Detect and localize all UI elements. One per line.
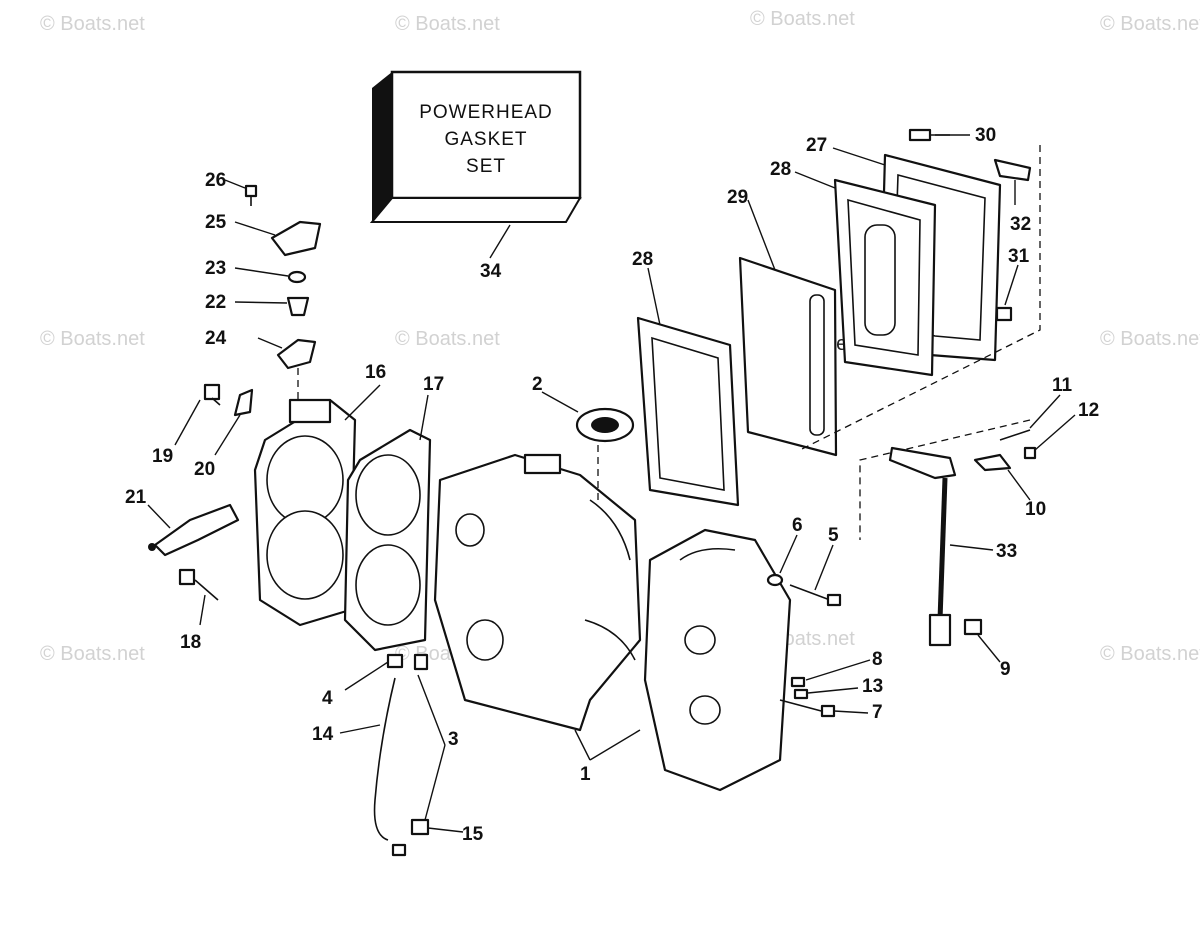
watermarks: © Boats.net © Boats.net © Boats.net © Bo… [40,8,1200,665]
callout-7: 7 [872,702,883,723]
callout-34: 34 [480,261,502,282]
callout-8: 8 [872,649,883,670]
callout-4: 4 [322,688,333,709]
callout-18: 18 [180,632,201,653]
callout-24: 24 [205,328,227,349]
callout-28-lower: 28 [632,249,653,270]
exhaust-plate [738,256,838,457]
clip-32 [993,158,1032,182]
callout-1: 1 [580,764,591,785]
cylinder-block [433,453,642,732]
callout-13: 13 [862,676,883,697]
callout-20: 20 [194,459,215,480]
exhaust-cover-group [636,128,1041,540]
gasket-set-box: POWERHEAD GASKET SET [369,70,582,223]
leader-lines [147,134,1076,833]
callout-9: 9 [1000,659,1011,680]
bolt-18 [178,568,219,601]
callout-16: 16 [365,362,386,383]
callout-17: 17 [423,374,444,395]
callout-31: 31 [1008,246,1030,267]
callout-2: 2 [532,374,543,395]
head-gasket [343,428,432,652]
callout-19: 19 [152,446,173,467]
watermark: © Boats.net [395,328,500,350]
callout-25: 25 [205,212,227,233]
bolt-19 [203,383,221,406]
callout-11: 11 [1052,375,1073,396]
callout-3: 3 [448,729,459,750]
exhaust-gasket-lower [636,316,740,507]
crankcase-half [643,528,792,792]
exhaust-gasket-inner [833,178,937,377]
clip-20 [233,388,254,417]
watermark: © Boats.net [40,643,145,665]
seal-2 [575,407,635,500]
callout-5: 5 [828,525,839,546]
callout-30: 30 [975,125,996,146]
thermostat-stack [244,184,322,400]
callout-27: 27 [806,135,827,156]
callout-33: 33 [996,541,1017,562]
box-label-line2: GASKET [444,129,527,150]
callout-32: 32 [1010,214,1031,235]
callout-21: 21 [125,487,147,508]
spark-plug [148,503,240,557]
callout-15: 15 [462,824,484,845]
watermark: © Boats.net [40,328,145,350]
watermark: © Boats.net [1100,643,1200,665]
callout-26: 26 [205,170,226,191]
callout-labels: 26 25 23 22 24 16 17 19 20 21 18 2 1 4 1… [125,125,1099,845]
screw-31 [995,306,1013,322]
cylinder-head [253,398,357,627]
box-label-line3: SET [466,156,506,177]
watermark: © Boats.net [40,13,145,35]
callout-22: 22 [205,292,226,313]
linkage-rod [888,429,1037,647]
callout-29: 29 [727,187,748,208]
callout-28-upper: 28 [770,159,791,180]
watermark: © Boats.net [1100,328,1200,350]
watermark: © Boats.net [395,13,500,35]
callout-23: 23 [205,258,226,279]
callout-14: 14 [312,724,334,745]
watermark: © Boats.net [1100,13,1200,35]
callout-6: 6 [792,515,803,536]
hose-assembly [373,653,430,857]
callout-10: 10 [1025,499,1046,520]
box-label-line1: POWERHEAD [419,102,553,123]
screw-30 [908,128,932,142]
watermark: © Boats.net [750,8,855,30]
right-bolts [766,573,842,718]
callout-12: 12 [1078,400,1099,421]
